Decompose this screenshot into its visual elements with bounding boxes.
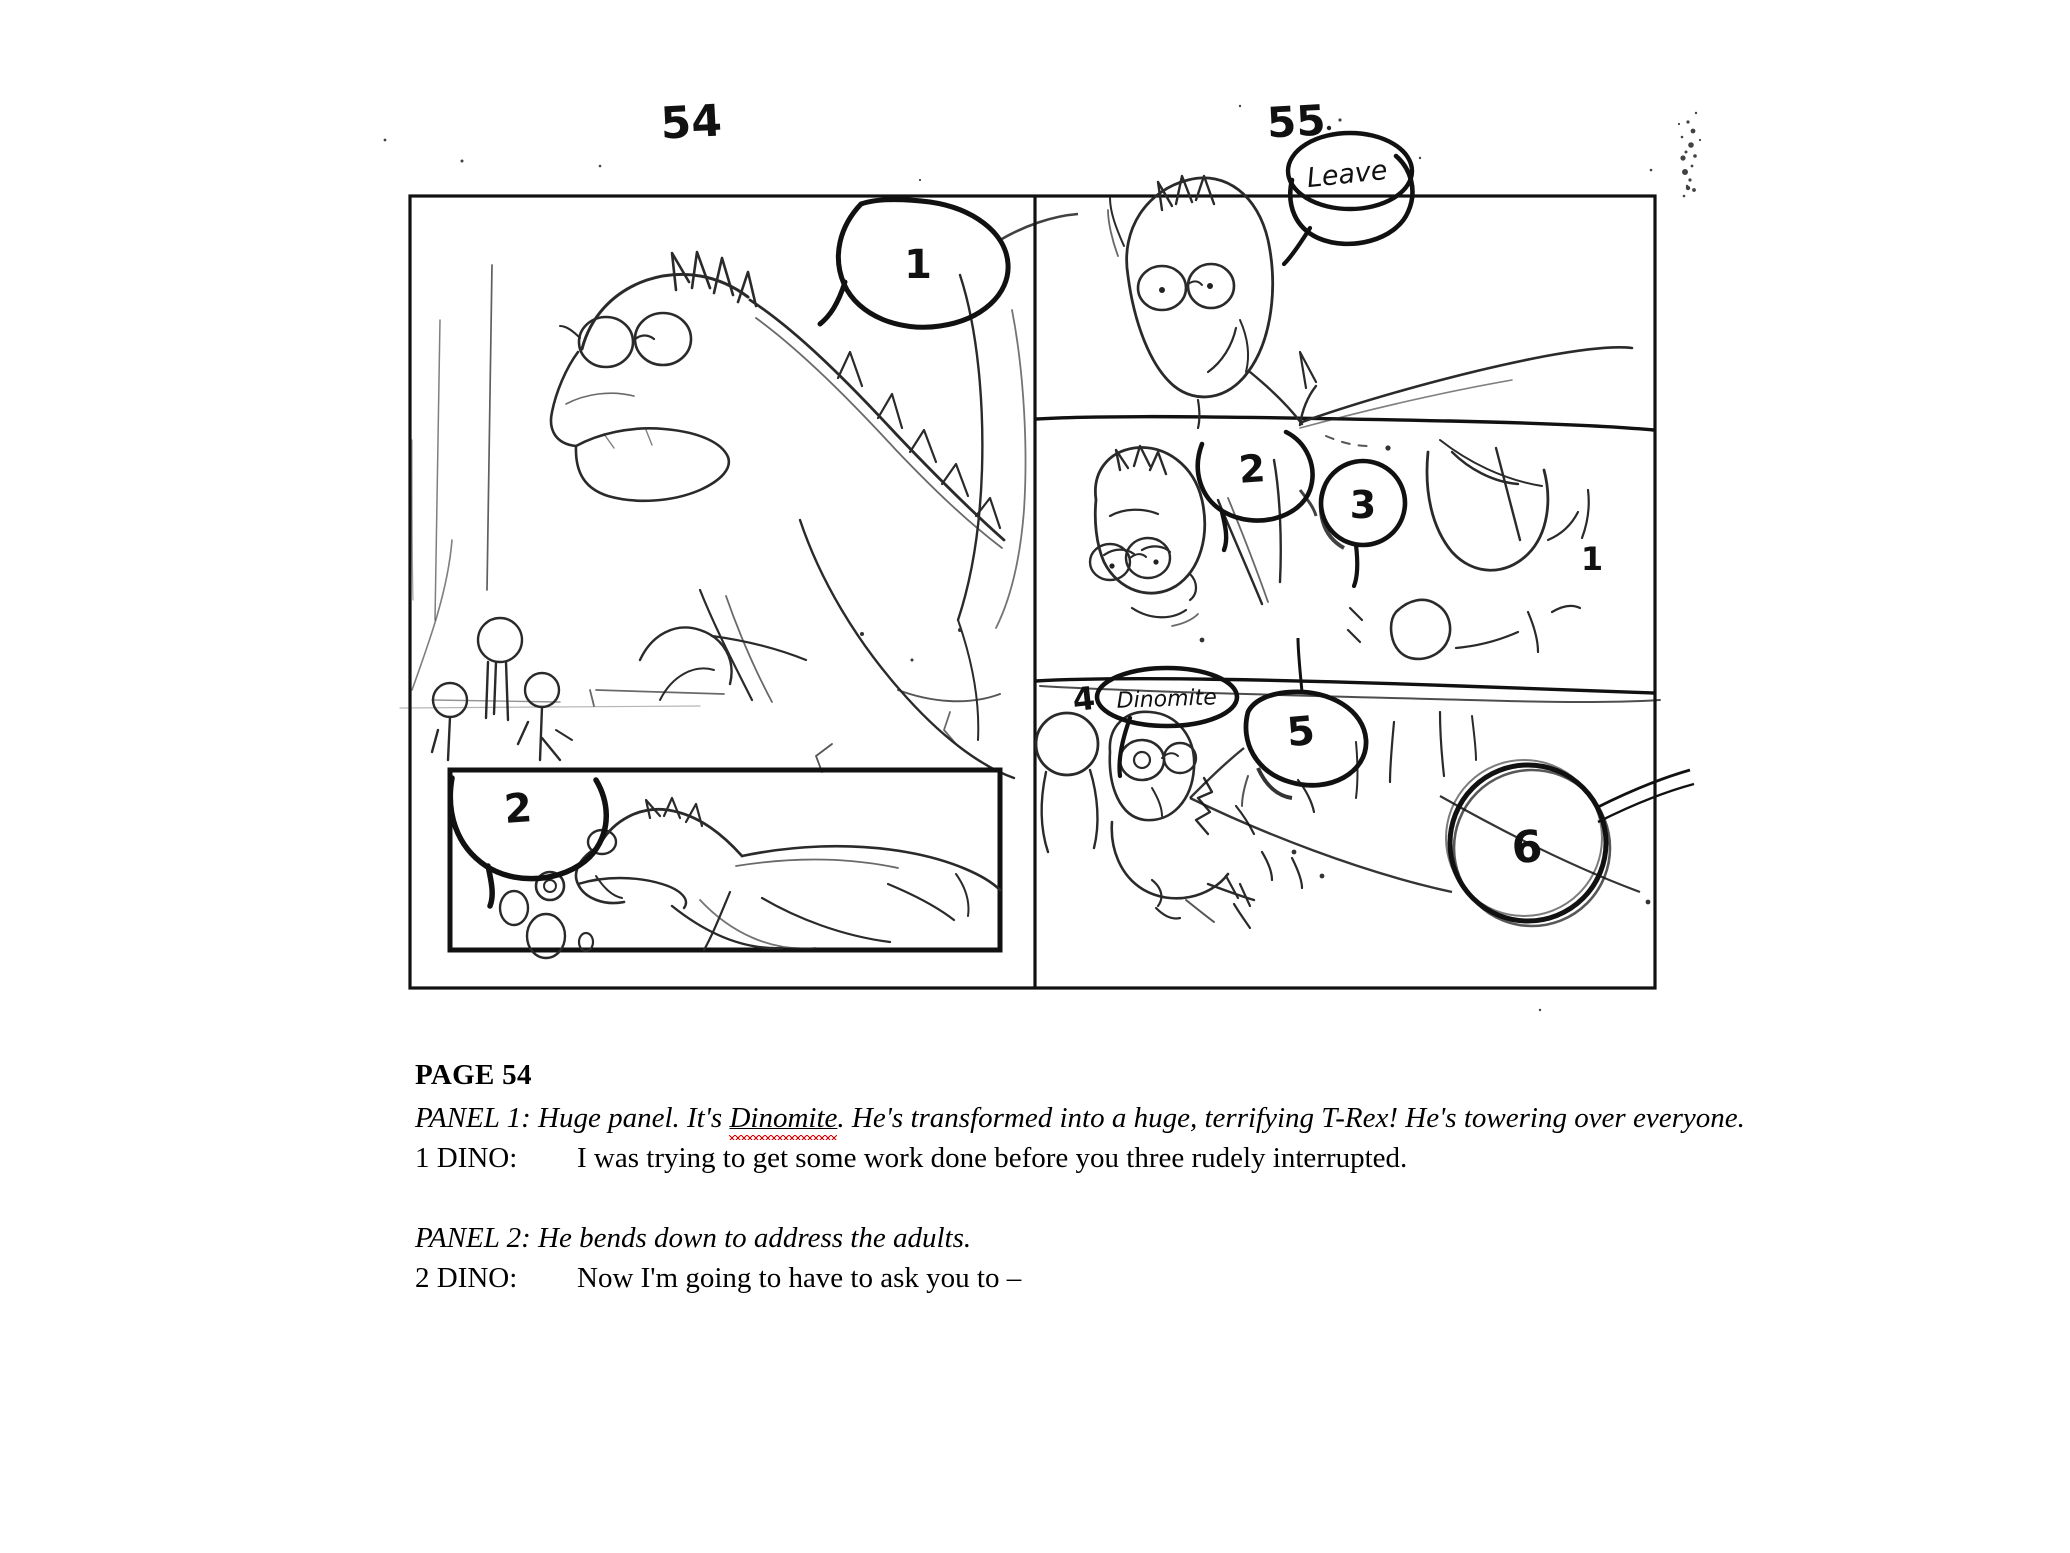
left-page-panel-1-art: [411, 250, 1027, 780]
right-page-panel-2-number-marker: [1195, 429, 1318, 553]
left-page-panel-1-number: 1: [904, 242, 932, 288]
panel-1-description: PANEL 1: Huge panel. It's Dinomite. He's…: [415, 1098, 1755, 1138]
left-page-panel-2-frame: [447, 767, 1003, 953]
panel-1-text-before: Huge panel. It's: [530, 1102, 730, 1134]
left-page-panel-2-number-marker: [447, 775, 609, 909]
misspelled-word-dinomite[interactable]: Dinomite: [729, 1102, 838, 1134]
panel-2-text: He bends down to address the adults.: [530, 1222, 972, 1254]
paragraph-spacer: [415, 1178, 1755, 1218]
right-page-panel-dividers: [1034, 414, 1661, 703]
dialogue-line-1: 1 DINO: I was trying to get some work don…: [415, 1138, 1755, 1178]
right-page-panel-1-label: 1: [1581, 540, 1603, 578]
panel-1-label: PANEL 1:: [415, 1102, 531, 1134]
right-page-speech-bubble-dinomite: [1094, 665, 1240, 779]
right-page-panel-4-art: [1034, 710, 1477, 930]
right-page-panel-3-number-marker: [1318, 458, 1408, 589]
right-page-panel-6-number-marker: [1439, 759, 1695, 928]
dialogue-line-2: 2 DINO: Now I'm going to have to ask you …: [415, 1258, 1755, 1298]
panel-2-label: PANEL 2:: [415, 1222, 531, 1254]
left-page-panel-2-art: [498, 796, 1002, 960]
dialogue-cue-2: 2 DINO:: [415, 1262, 518, 1294]
right-page-panel-4-number: 4: [1071, 679, 1097, 719]
handwritten-page-number-left: 54: [659, 95, 723, 149]
left-page-crowd-stick-figures: [399, 616, 725, 762]
right-page-panel-3-number: 3: [1350, 483, 1376, 527]
script-text-block: PAGE 54 PANEL 1: Huge panel. It's Dinomi…: [415, 1055, 1755, 1298]
right-page-panel-6-number: 6: [1510, 821, 1544, 874]
scan-noise-speckles: [383, 104, 1702, 1012]
right-page-panel-2-number: 2: [1237, 446, 1266, 492]
dialogue-cue-1: 1 DINO:: [415, 1142, 518, 1174]
storyboard-frame: [408, 194, 1657, 990]
left-page-panel-1-number-marker: [817, 197, 1079, 330]
left-page-panel-2-number: 2: [503, 785, 534, 833]
right-page-speech-bubble-leave-text: Leave: [1305, 155, 1389, 194]
right-page-speech-bubble-leave: [1281, 130, 1415, 267]
right-page-panel-3-art: [1346, 439, 1590, 661]
right-page-panel-2-art: [1088, 444, 1282, 643]
right-page-panel-5-number-marker: [1189, 637, 1453, 894]
dialogue-text-1: I was trying to get some work done befor…: [577, 1142, 1408, 1174]
page-heading: PAGE 54: [415, 1059, 532, 1091]
panel-2-description: PANEL 2: He bends down to address the ad…: [415, 1218, 1755, 1258]
dialogue-text-2: Now I'm going to have to ask you to –: [577, 1262, 1022, 1294]
right-page-panel-5-number: 5: [1285, 708, 1317, 756]
right-page-speech-bubble-dinomite-text: Dinomite: [1116, 685, 1217, 713]
storyboard-image: 54 55: [383, 95, 1702, 1012]
right-page-panel-1-art: [1107, 174, 1634, 451]
panel-1-text-after: . He's transformed into a huge, terrifyi…: [837, 1102, 1745, 1134]
